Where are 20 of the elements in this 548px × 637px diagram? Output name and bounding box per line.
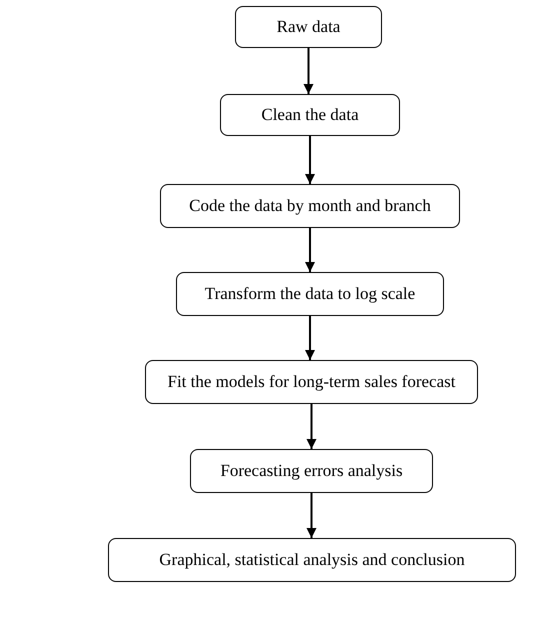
- step-text: Fit the models for long-term sales forecast: [168, 371, 456, 393]
- step-text: Raw data: [276, 16, 340, 38]
- step-text: Transform the data to log scale: [204, 283, 416, 305]
- process-box: [160, 184, 460, 228]
- step-text: Clean the data: [261, 104, 359, 126]
- process-box: [220, 94, 400, 136]
- arrow: [305, 136, 315, 184]
- step-text: Forecasting errors analysis: [220, 460, 403, 482]
- arrow: [305, 316, 315, 360]
- arrow: [306, 493, 316, 538]
- process-box: [190, 449, 433, 493]
- arrow: [306, 404, 316, 449]
- process-box: [145, 360, 478, 404]
- process-box: [108, 538, 516, 582]
- arrow: [305, 228, 315, 272]
- step-text: Graphical, statistical analysis and conclusion: [159, 549, 465, 571]
- process-box: [235, 6, 382, 48]
- process-box: [176, 272, 444, 316]
- step-text: Code the data by month and branch: [189, 195, 431, 217]
- arrow: [304, 48, 314, 94]
